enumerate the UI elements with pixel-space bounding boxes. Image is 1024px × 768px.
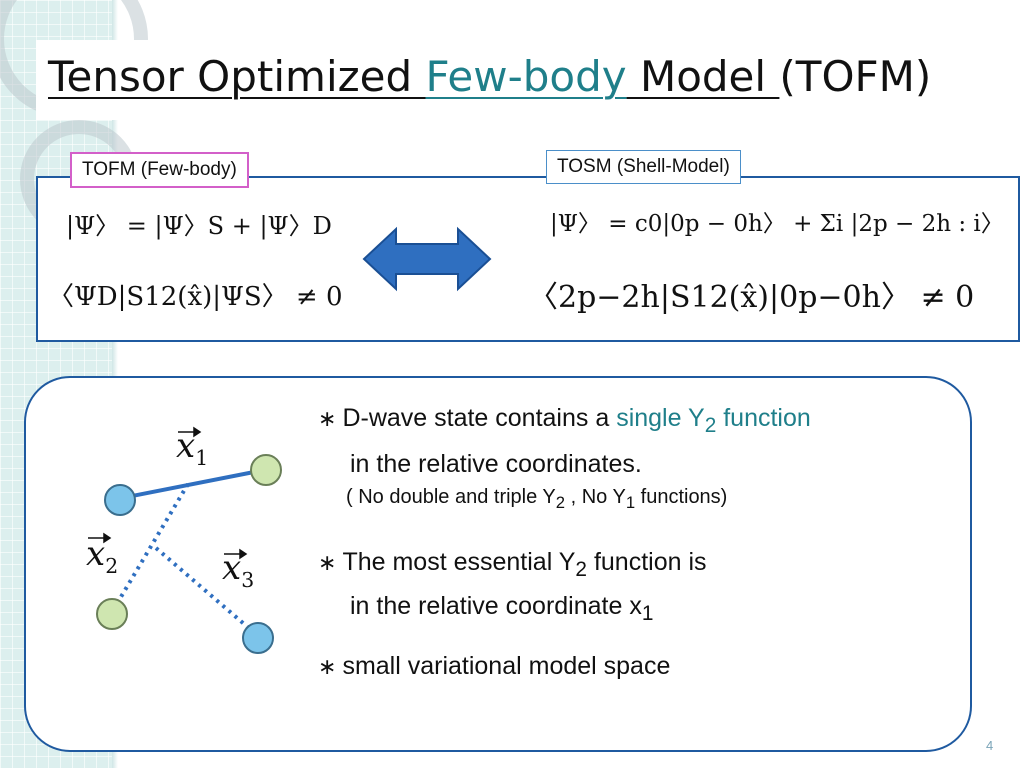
bullet-star-icon: ∗ (318, 406, 337, 431)
comparison-panel (36, 176, 1020, 342)
coordinate-diagram-graphic (88, 426, 282, 654)
bullet-star-icon: ∗ (318, 550, 337, 575)
x1-bond-line (121, 468, 265, 500)
particle-green-bottom (96, 598, 128, 630)
particle-green-right (250, 454, 282, 486)
equation-tosm-matrix-element: 〈2p−2h|S12(x̂)|0p−0h〉 ≠ 0 (528, 280, 975, 315)
vector-label-x3: x3 (222, 548, 255, 592)
slide-title: Tensor Optimized Few-body Model (TOFM) (48, 52, 931, 101)
bullet-1-line-2: in the relative coordinates. (350, 450, 642, 478)
vector-label-x2: x2 (86, 534, 119, 578)
title-background (36, 40, 976, 120)
bullet-star-icon: ∗ (318, 654, 337, 679)
title-part: Tensor Optimized (48, 52, 426, 101)
title-part: Model (626, 52, 780, 101)
particle-blue-bottom (242, 622, 274, 654)
bullet-2-line-1: ∗The most essential Y2 function is (318, 548, 707, 581)
bullet-3-line-1: ∗small variational model space (318, 652, 671, 680)
double-arrow-icon (362, 226, 492, 292)
particle-blue-left (104, 484, 136, 516)
label-tosm: TOSM (Shell-Model) (546, 150, 741, 184)
title-highlight: Few-body (425, 52, 627, 101)
title-part: (TOFM) (779, 52, 932, 101)
bullet-1-line-1: ∗D-wave state contains a single Y2 funct… (318, 404, 811, 437)
x2-dotted-line (110, 482, 190, 614)
equation-tosm-wavefunction: |Ψ〉 = c0|0p − 0h〉 + Σi |2p − 2h : i〉 (550, 211, 1004, 237)
page-number: 4 (986, 738, 994, 753)
equation-tofm-wavefunction: |Ψ〉 = |Ψ〉S + |Ψ〉D (66, 212, 332, 240)
label-tofm: TOFM (Few-body) (70, 152, 249, 188)
bullet-1-line-3: ( No double and triple Y2 , No Y1 functi… (346, 486, 728, 512)
bullet-2-line-2: in the relative coordinate x1 (350, 592, 654, 625)
equation-tofm-matrix-element: 〈ΨD|S12(x̂)|ΨS〉 ≠ 0 (48, 282, 343, 312)
x3-dotted-line (154, 546, 260, 638)
vector-label-x1: x1 (176, 426, 209, 470)
